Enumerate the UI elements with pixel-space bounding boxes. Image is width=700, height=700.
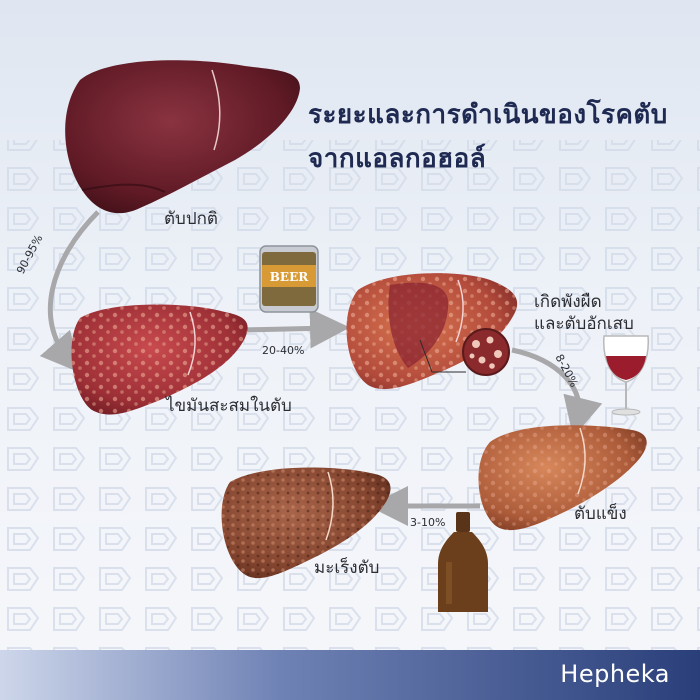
normal-liver — [65, 60, 300, 214]
label-fatty-liver: ไขมันสะสมในตับ — [166, 396, 292, 416]
label-hepatitis-line-1: เกิดพังผืด — [534, 292, 602, 312]
label-liver-cancer: มะเร็งตับ — [314, 558, 380, 578]
hepatitis-liver — [346, 273, 518, 390]
beer-can-label: BEER — [270, 270, 309, 284]
arrow-fatty-to-hepatitis — [245, 308, 350, 349]
footer-bar: Hepheka — [0, 650, 700, 700]
cirrhosis-liver — [478, 425, 647, 531]
label-hepatitis-line-2: และตับอักเสบ — [534, 314, 634, 334]
pct-fatty-to-hepatitis: 20-40% — [262, 344, 305, 357]
arrow-hepatitis-to-cirrhosis — [511, 347, 603, 438]
label-normal-liver: ตับปกติ — [164, 209, 218, 229]
fatty-liver — [71, 304, 248, 415]
pct-cirrhosis-to-cancer: 3-10% — [410, 516, 446, 529]
beer-can-icon: BEER — [259, 245, 319, 313]
label-cirrhosis: ตับแข็ง — [574, 504, 627, 524]
liquor-bottle-icon — [438, 512, 488, 612]
brand-logo: Hepheka — [560, 660, 670, 688]
arrow-normal-to-fatty — [39, 210, 100, 374]
cancer-liver — [221, 467, 391, 579]
title-line-2: จากแอลกอฮอล์ — [308, 144, 487, 174]
magnified-cells — [462, 328, 510, 376]
title-line-1: ระยะและการดำเนินของโรคตับ — [308, 100, 668, 130]
wine-glass-icon — [603, 335, 649, 416]
